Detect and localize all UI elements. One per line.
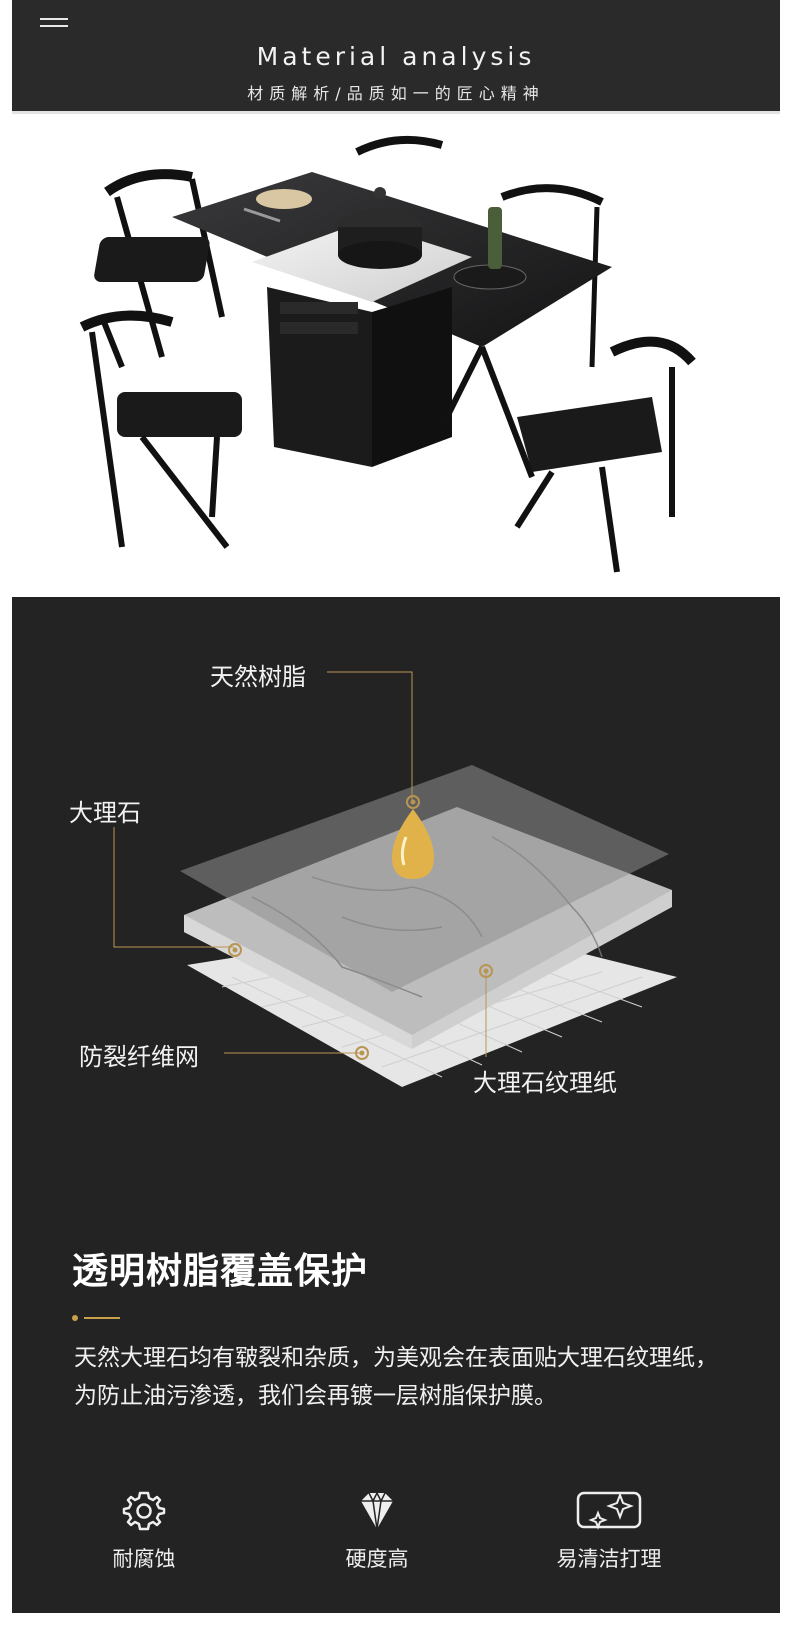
serving-tray (453, 264, 527, 290)
page-subtitle: 材质解析/品质如一的匠心精神 (247, 84, 545, 103)
wine-bottle (488, 207, 502, 269)
chair-back-right (500, 184, 604, 368)
header: Material analysis 材质解析/品质如一的匠心精神 (12, 0, 780, 114)
feature-label: 硬度高 (345, 1547, 409, 1571)
label-anti-crack-mesh: 防裂纤维网 (79, 1043, 199, 1071)
chair-seat (94, 237, 210, 282)
diamond-icon (361, 1491, 393, 1530)
table-legs (439, 345, 535, 479)
accent-divider (72, 1315, 122, 1321)
page-title: Material analysis (256, 42, 536, 71)
product-photo (12, 117, 780, 597)
dining-set-illustration (79, 135, 696, 573)
menu-line (40, 25, 68, 27)
layer-diagram (113, 671, 677, 1087)
chair-front-left (79, 310, 242, 549)
section-description: 天然大理石均有皲裂和杂质，为美观会在表面贴大理石纹理纸，为防止油污渗透，我们会再… (74, 1345, 718, 1409)
feature-corrosion-resistant: 耐腐蚀 (54, 1487, 234, 1573)
accent-bar (84, 1317, 120, 1319)
sparkle-icon (576, 1491, 642, 1530)
feature-label: 易清洁打理 (556, 1547, 662, 1571)
feature-label: 耐腐蚀 (112, 1547, 176, 1571)
leader-markers (228, 795, 493, 1060)
materials-panel: 天然树脂 大理石 防裂纤维网 大理石纹理纸 透明树脂覆盖保护 天然大理石均有皲裂… (12, 597, 780, 1613)
accent-dot (72, 1315, 78, 1321)
label-marble-texture-paper: 大理石纹理纸 (473, 1069, 617, 1097)
chair-front-right (514, 336, 696, 573)
feature-easy-clean: 易清洁打理 (519, 1487, 699, 1573)
hamburger-menu-icon[interactable] (40, 16, 70, 30)
menu-line (40, 18, 68, 20)
feature-high-hardness: 硬度高 (287, 1487, 467, 1573)
gear-icon (122, 1491, 166, 1531)
feature-list: 耐腐蚀 硬度高 易清洁打理 (12, 1487, 780, 1587)
leader-lines (113, 671, 487, 1057)
resin-drop-icon (392, 809, 434, 879)
label-natural-resin: 天然树脂 (210, 663, 306, 691)
resin-sheet (180, 765, 669, 992)
plate (256, 189, 312, 209)
chair-back-center (355, 135, 444, 156)
label-marble: 大理石 (69, 799, 141, 827)
section-heading: 透明树脂覆盖保护 (72, 1251, 369, 1292)
